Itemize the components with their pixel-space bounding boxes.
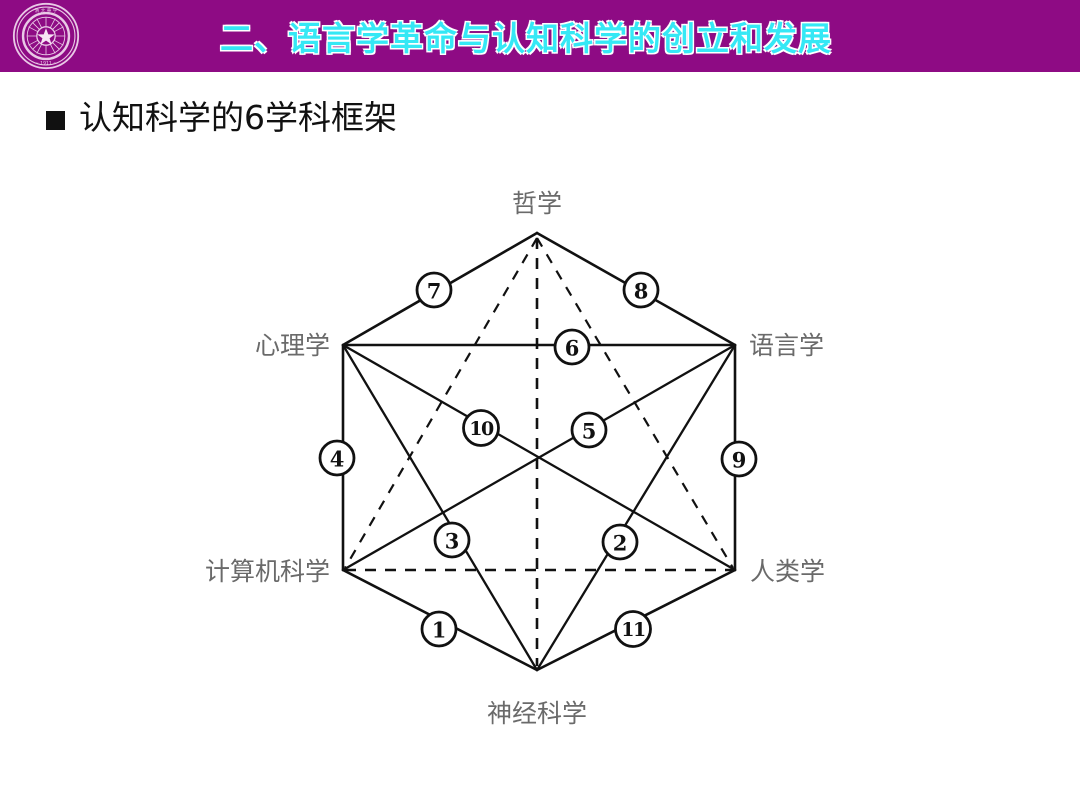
vertex-label-neuroscience: 神经科学: [487, 699, 587, 728]
edge-badge-label-11: 11: [621, 619, 645, 641]
edge-badge-label-1: 1: [432, 618, 447, 643]
edge-psychology-neuroscience: [341, 343, 539, 672]
edge-badge-11: 11: [614, 610, 652, 648]
vertex-label-philosophy: 哲学: [512, 189, 562, 218]
dashed-edge-philosophy-computer-science: [344, 237, 538, 569]
edge-badge-1: 1: [420, 610, 458, 648]
vertex-label-computer-science: 计算机科学: [205, 557, 330, 586]
cognitive-science-hexagon-diagram: 哲学 心理学 语言学 计算机科学 人类学 神经科学 1 2 3 4 5: [0, 160, 1080, 800]
edge-badge-label-10: 10: [469, 418, 494, 440]
square-bullet-icon: [46, 110, 65, 130]
svg-text:清 大 華 学: 清 大 華 学: [35, 7, 58, 14]
edge-badge-label-9: 9: [732, 448, 747, 473]
edge-badge-6: 6: [553, 328, 591, 366]
edge-badge-5: 5: [570, 411, 608, 449]
edge-badge-label-7: 7: [427, 279, 442, 304]
edge-badge-label-6: 6: [565, 336, 580, 361]
edge-badge-label-5: 5: [582, 419, 597, 444]
edge-badge-4: 4: [318, 439, 356, 477]
edge-badge-label-8: 8: [634, 279, 649, 304]
edge-linguistics-neuroscience: [535, 343, 737, 672]
edge-badge-label-3: 3: [445, 529, 460, 554]
vertex-label-anthropology: 人类学: [750, 557, 825, 586]
edge-badge-3: 3: [433, 521, 471, 559]
edge-badge-label-4: 4: [330, 447, 345, 472]
page-title: 二、语言学革命与认知科学的创立和发展: [220, 19, 832, 58]
edge-badge-10: 10: [462, 409, 500, 447]
slide-header-bar: 清 大 華 学 ~ 1911 ~ 二、语言学革命与认知科学的创立和发展: [0, 0, 1080, 72]
hexagon-outline-group: [341, 231, 737, 672]
vertex-label-linguistics: 语言学: [749, 331, 824, 360]
edge-badge-label-2: 2: [613, 531, 628, 556]
svg-text:~ 1911 ~: ~ 1911 ~: [35, 60, 57, 66]
tsinghua-university-seal: 清 大 華 学 ~ 1911 ~: [0, 0, 92, 72]
edge-badge-9: 9: [720, 440, 758, 478]
vertex-label-psychology: 心理学: [255, 331, 330, 360]
edge-badge-8: 8: [622, 271, 660, 309]
edge-linguistics-computer-science: [341, 343, 737, 572]
slide-subtitle: 认知科学的6学科框架: [79, 98, 397, 137]
slide-bullet-row: 认知科学的6学科框架: [46, 98, 397, 137]
inner-chords-group: [341, 343, 737, 672]
edge-badge-7: 7: [415, 271, 453, 309]
edge-badge-2: 2: [601, 523, 639, 561]
